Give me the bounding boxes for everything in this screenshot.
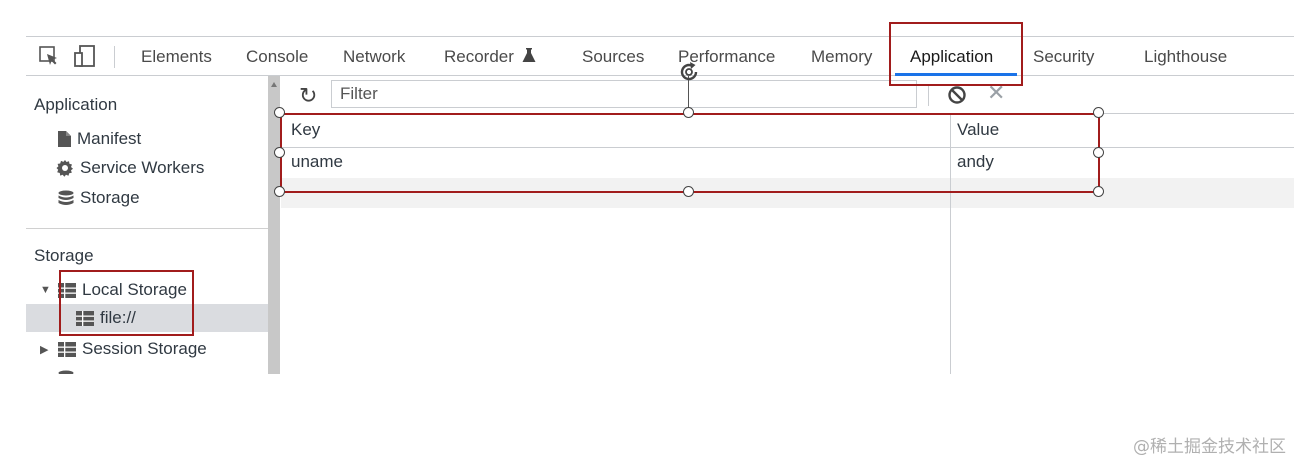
database-icon xyxy=(58,370,74,374)
sidebar-item-storage[interactable]: Storage xyxy=(58,184,140,212)
sidebar-item-file-origin[interactable]: file:// xyxy=(76,304,136,332)
sidebar-item-session-storage[interactable]: ▶ Session Storage xyxy=(40,335,207,363)
scroll-up-arrow-icon[interactable] xyxy=(271,82,277,87)
storage-main-panel: ↻ ✕ Key Value uname andy xyxy=(281,76,1294,374)
table-row[interactable]: uname andy xyxy=(281,148,1294,178)
resize-handle[interactable] xyxy=(683,186,694,197)
cell-key[interactable]: uname xyxy=(291,152,343,171)
toolbar-separator xyxy=(928,86,929,106)
sidebar-item-label: Local Storage xyxy=(82,280,187,299)
tab-application[interactable]: Application xyxy=(910,47,994,66)
sidebar-scrollbar[interactable] xyxy=(268,76,280,374)
gear-icon xyxy=(56,160,73,177)
expand-right-icon[interactable]: ▶ xyxy=(40,343,49,356)
clear-all-icon[interactable] xyxy=(947,85,967,105)
resize-handle[interactable] xyxy=(274,147,285,158)
file-icon xyxy=(58,131,71,147)
tab-recorder-label: Recorder xyxy=(444,47,514,66)
devtools-toolbar: Elements Console Network Recorder Source… xyxy=(26,36,1294,76)
storage-toolbar: ↻ ✕ xyxy=(281,76,1294,114)
selected-row-background xyxy=(26,304,268,332)
sidebar-section-application: Application xyxy=(34,95,118,114)
active-tab-underline xyxy=(895,73,1017,76)
expand-down-icon[interactable]: ▼ xyxy=(40,284,51,296)
resize-handle[interactable] xyxy=(1093,186,1104,197)
table-icon xyxy=(76,310,94,326)
flask-icon xyxy=(522,48,536,62)
rotate-handle-icon[interactable] xyxy=(677,60,701,84)
delete-selected-icon[interactable]: ✕ xyxy=(987,80,1006,105)
tab-console[interactable]: Console xyxy=(246,47,309,66)
tab-sources[interactable]: Sources xyxy=(582,47,645,66)
sidebar-item-service-workers[interactable]: Service Workers xyxy=(56,154,204,182)
sidebar-section-storage: Storage xyxy=(34,246,94,265)
column-header-value[interactable]: Value xyxy=(957,120,1000,139)
tab-elements[interactable]: Elements xyxy=(141,47,212,66)
column-divider xyxy=(950,114,951,374)
resize-handle[interactable] xyxy=(683,107,694,118)
sidebar-item-label: Session Storage xyxy=(82,339,207,358)
database-icon xyxy=(58,190,74,205)
refresh-icon[interactable]: ↻ xyxy=(299,83,318,108)
application-sidebar: Application Manifest Service Workers Sto… xyxy=(26,76,268,374)
cell-value[interactable]: andy xyxy=(957,152,994,171)
storage-data-grid: Key Value uname andy xyxy=(281,114,1294,374)
resize-handle[interactable] xyxy=(1093,147,1104,158)
rotation-handle-line xyxy=(688,76,689,110)
watermark: @稀土掘金技术社区 xyxy=(1133,437,1286,457)
table-icon xyxy=(58,341,76,357)
sidebar-item-cut-off xyxy=(58,364,80,374)
inspect-element-icon[interactable] xyxy=(38,45,60,67)
tab-lighthouse[interactable]: Lighthouse xyxy=(1144,47,1228,66)
device-toolbar-icon[interactable] xyxy=(74,45,96,67)
filter-input[interactable] xyxy=(331,80,917,108)
toolbar-separator xyxy=(114,46,115,68)
grid-header: Key Value xyxy=(281,114,1294,148)
sidebar-item-label: file:// xyxy=(100,308,136,327)
sidebar-item-manifest[interactable]: Manifest xyxy=(58,125,141,153)
tab-memory[interactable]: Memory xyxy=(811,47,873,66)
resize-handle[interactable] xyxy=(274,107,285,118)
resize-handle[interactable] xyxy=(1093,107,1104,118)
tab-security[interactable]: Security xyxy=(1033,47,1095,66)
column-header-key[interactable]: Key xyxy=(291,120,321,139)
sidebar-item-local-storage[interactable]: ▼ Local Storage xyxy=(40,276,187,304)
table-row-empty[interactable] xyxy=(281,178,1294,208)
sidebar-item-label: Manifest xyxy=(77,129,142,148)
sidebar-item-label: Storage xyxy=(80,188,140,207)
resize-handle[interactable] xyxy=(274,186,285,197)
sidebar-item-label: Service Workers xyxy=(80,158,205,177)
tab-recorder[interactable]: Recorder xyxy=(444,47,536,67)
devtools-window: Elements Console Network Recorder Source… xyxy=(0,36,1294,374)
table-icon xyxy=(58,282,76,298)
tab-performance[interactable]: Performance xyxy=(678,47,776,66)
sidebar-divider xyxy=(26,228,268,229)
tab-network[interactable]: Network xyxy=(343,47,406,66)
